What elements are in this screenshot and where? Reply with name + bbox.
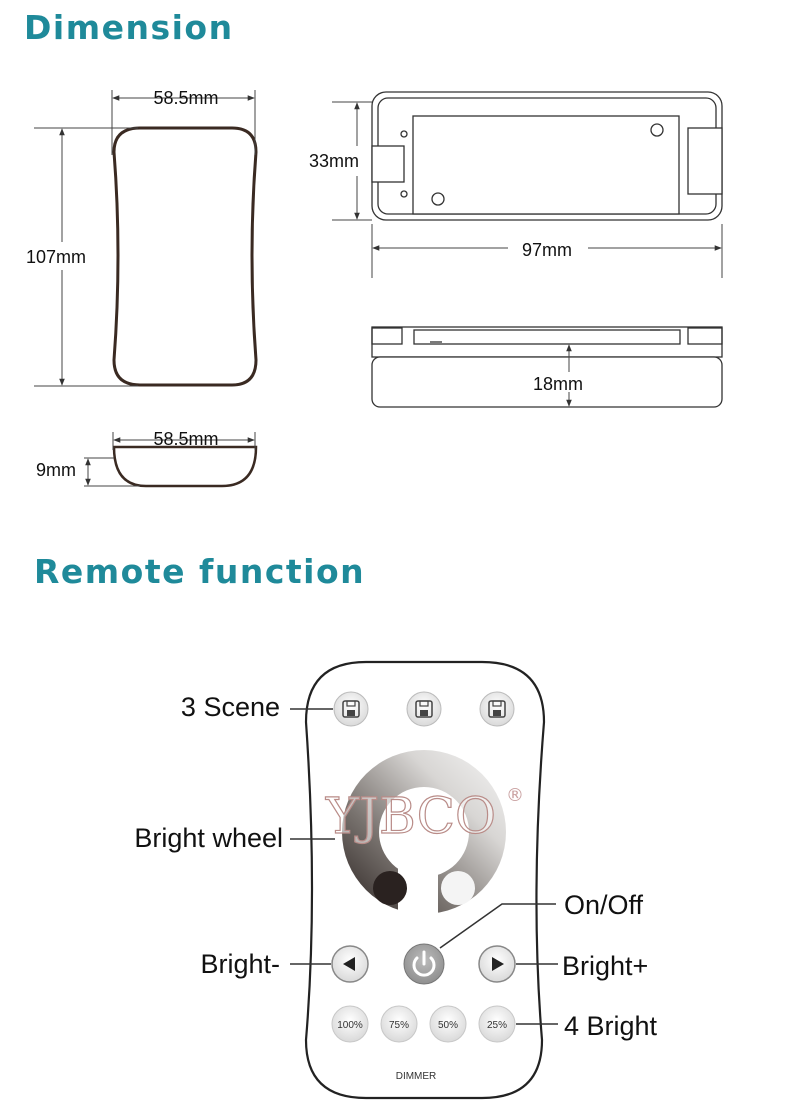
callout-bright-minus: Bright- <box>200 949 280 979</box>
remote-function-heading: Remote function <box>34 552 366 591</box>
save-icon <box>488 700 506 718</box>
callout-scene: 3 Scene <box>181 692 280 722</box>
registered-mark: ® <box>506 785 524 806</box>
bright-plus-button[interactable] <box>478 945 516 983</box>
receiver-top-view <box>371 91 723 221</box>
chevron-left-icon <box>343 957 355 971</box>
bright-50-label: 50% <box>438 1020 458 1031</box>
remote-side-width-label: 58.5mm <box>153 429 218 449</box>
scene-button-2[interactable] <box>406 691 442 727</box>
remote-height-label: 107mm <box>26 247 86 267</box>
scene-button-3[interactable] <box>479 691 515 727</box>
receiver-height-label: 33mm <box>309 151 359 171</box>
power-icon <box>412 950 436 977</box>
bright-25-label: 25% <box>487 1020 507 1031</box>
scene-button-1[interactable] <box>333 691 369 727</box>
save-icon <box>342 700 360 718</box>
remote-thickness-label: 9mm <box>36 460 76 480</box>
receiver-depth-label: 18mm <box>533 374 583 394</box>
bright-100-button[interactable]: 100% <box>331 1005 369 1043</box>
bright-25-button[interactable]: 25% <box>478 1005 516 1043</box>
remote-width-dimension <box>111 90 256 155</box>
power-button[interactable] <box>403 943 445 985</box>
chevron-right-icon <box>492 957 504 971</box>
receiver-side-view <box>371 326 723 408</box>
dimension-heading: Dimension <box>24 8 234 47</box>
remote-thickness-dimension <box>84 457 140 487</box>
bright-minus-button[interactable] <box>331 945 369 983</box>
receiver-length-label: 97mm <box>522 240 572 260</box>
callout-bright-plus: Bright+ <box>562 951 648 981</box>
bright-100-label: 100% <box>337 1020 363 1031</box>
bright-50-button[interactable]: 50% <box>429 1005 467 1043</box>
remote-front-outline <box>112 126 258 387</box>
bright-75-button[interactable]: 75% <box>380 1005 418 1043</box>
receiver-height-dimension <box>332 101 372 221</box>
callout-lines <box>290 708 558 1025</box>
bright-wheel[interactable] <box>342 750 506 922</box>
bright-75-label: 75% <box>389 1020 409 1031</box>
remote-side-width-dimension <box>112 432 256 450</box>
remote-side-outline <box>112 445 258 488</box>
receiver-length-dimension <box>371 224 723 278</box>
remote-height-dimension <box>34 127 138 387</box>
callout-on-off: On/Off <box>564 890 644 920</box>
save-icon <box>415 700 433 718</box>
brand-watermark: YJBCO <box>325 787 496 845</box>
remote-width-label: 58.5mm <box>153 88 218 108</box>
model-label: DIMMER <box>396 1071 437 1082</box>
callout-four-bright: 4 Bright <box>564 1011 658 1041</box>
callout-bright-wheel: Bright wheel <box>134 823 283 853</box>
